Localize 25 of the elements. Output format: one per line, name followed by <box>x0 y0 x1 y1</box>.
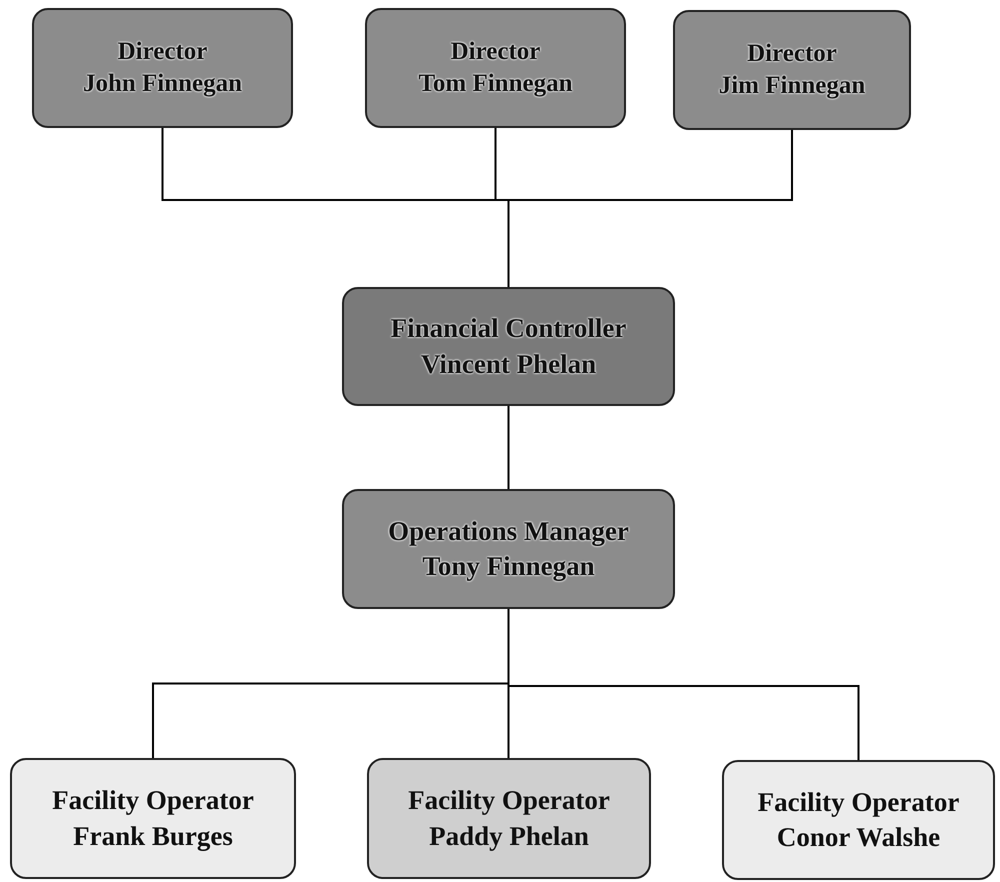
person-name: Tony Finnegan <box>422 550 595 583</box>
role-title: Facility Operator <box>52 784 254 818</box>
role-box <box>673 10 911 130</box>
person-name: Frank Burges <box>73 820 233 853</box>
role-box <box>342 287 675 406</box>
role-box <box>32 8 293 128</box>
person-name: Jim Finnegan <box>718 71 866 101</box>
person-name: Vincent Phelan <box>420 348 596 380</box>
role-title: Facility Operator <box>408 784 610 818</box>
connector-line <box>508 406 510 489</box>
person-name: Conor Walshe <box>776 821 940 854</box>
person-name: Paddy Phelan <box>429 820 589 853</box>
role-box <box>722 760 995 880</box>
role-title: Facility Operator <box>758 786 960 819</box>
role-box <box>365 8 626 128</box>
role-title: Financial Controller <box>390 312 626 346</box>
person-name: Tom Finnegan <box>418 69 572 99</box>
role-box <box>10 758 296 879</box>
role-title: Director <box>450 36 540 66</box>
role-title: Director <box>118 36 208 66</box>
role-box <box>367 758 651 879</box>
role-box <box>342 489 675 609</box>
person-name: John Finnegan <box>82 69 242 99</box>
role-title: Director <box>747 38 837 68</box>
role-title: Operations Manager <box>388 514 629 548</box>
